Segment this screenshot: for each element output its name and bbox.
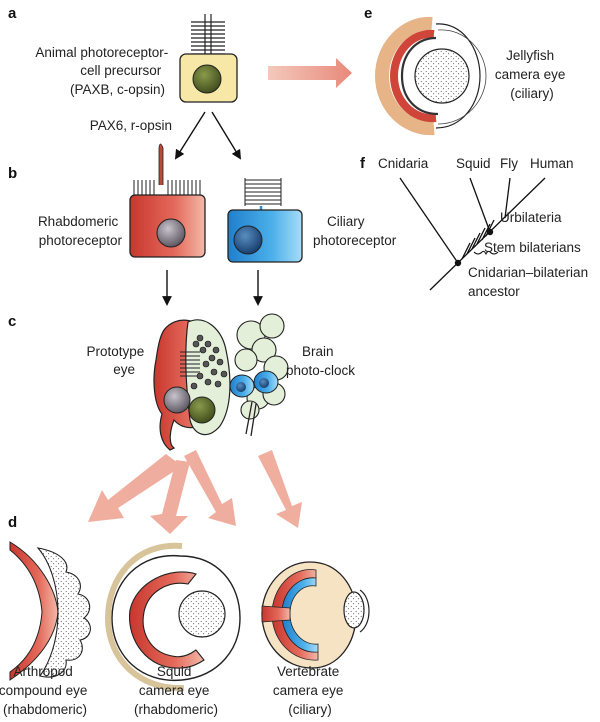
arrow-to-arthropod-eye <box>88 454 182 522</box>
prototype-nucleus-green <box>188 396 216 424</box>
arrow-to-ciliary <box>211 111 242 160</box>
ciliary-label: Ciliary photoreceptor <box>313 214 397 248</box>
ciliary-nucleus <box>233 225 263 255</box>
tree-branch-fly <box>504 177 511 219</box>
arrow-to-squid-eye <box>150 460 190 534</box>
stem-bilaterian-branches <box>461 219 495 260</box>
squid-eye-label: Squid camera eye (rhabdomeric) <box>134 664 218 717</box>
brain-photo-clock <box>229 313 289 437</box>
panel-letter-e: e <box>364 5 372 22</box>
vertebrate-lens <box>343 591 365 629</box>
brain-neuron-cluster <box>234 313 289 420</box>
jellyfish-lens <box>414 48 470 104</box>
prototype-microvilli <box>180 351 200 377</box>
jellyfish-camera-eye <box>374 16 487 136</box>
arthropod-ommatidia <box>36 547 91 678</box>
taxon-squid: Squid <box>456 156 491 171</box>
precursor-nucleus <box>192 64 222 94</box>
rhabdomeric-microvilli <box>133 180 201 197</box>
jellyfish-cornea <box>435 23 481 129</box>
panel-letter-d: d <box>8 514 17 531</box>
vertebrate-eye-label: Vertebrate camera eye (ciliary) <box>273 664 347 717</box>
taxon-fly: Fly <box>500 156 518 171</box>
squid-outer-sclera <box>111 555 241 682</box>
stem-bilaterians-label: Stem bilaterians <box>484 240 581 255</box>
jellyfish-eye-label: Jellyfish camera eye (ciliary) <box>495 48 569 101</box>
squid-camera-eye <box>104 542 241 692</box>
rhabdomeric-nucleus <box>156 218 186 248</box>
node-urbilateria <box>486 228 494 236</box>
node-cnidarian-bilaterian-ancestor <box>454 259 462 267</box>
jellyfish-pigment <box>400 36 439 116</box>
panel-letter-a: a <box>8 5 17 22</box>
prototype-eye-label: Prototype eye <box>86 344 148 377</box>
arrow-to-jellyfish-eye <box>268 58 352 88</box>
jellyfish-retina <box>389 29 437 123</box>
precursor-label: Animal photoreceptor- cell precursor (PA… <box>35 45 172 97</box>
precursor-cell <box>179 14 238 103</box>
squid-lens <box>178 590 226 638</box>
arrow-to-rhabdomeric <box>174 111 206 160</box>
prototype-pigment-granules <box>190 334 228 390</box>
branch-label: PAX6, r-opsin <box>90 118 172 133</box>
phylogenetic-tree <box>399 177 546 291</box>
urbilateria-label: Urbilateria <box>500 210 562 225</box>
ancestor-label: Cnidarian–bilaterian ancestor <box>468 265 592 299</box>
arrow-to-squid-eye-2 <box>184 450 236 526</box>
squid-retina <box>129 571 205 669</box>
panel-letter-b: b <box>8 165 17 182</box>
taxon-human: Human <box>530 156 574 171</box>
arrows-to-panel-d <box>88 450 302 534</box>
jellyfish-outer-tissue <box>374 16 435 136</box>
vertebrate-optic-nerve <box>261 605 291 623</box>
jellyfish-cornea-outer <box>437 29 487 125</box>
rhabdomeric-photoreceptor <box>129 143 206 258</box>
vertebrate-cornea <box>359 589 370 633</box>
ciliary-disks <box>244 178 282 206</box>
tree-branch-cnidaria <box>399 177 459 264</box>
vertebrate-retina <box>281 577 319 653</box>
panel-letter-f: f <box>360 155 366 172</box>
prototype-nucleus-grey <box>163 386 191 414</box>
squid-capsule <box>104 542 185 692</box>
arthropod-eye-label: Arthropod compound eye (rhabdomeric) <box>0 664 91 717</box>
arthropod-retina <box>9 541 59 681</box>
taxon-cnidaria: Cnidaria <box>378 156 429 171</box>
vertebrate-camera-eye <box>261 561 370 669</box>
brain-photo-clock-label: Brain photo-clock <box>286 344 355 378</box>
brain-axon <box>245 401 257 437</box>
panel-letter-c: c <box>8 313 16 330</box>
rhabdomeric-cilium <box>158 143 164 185</box>
tree-branch-squid <box>469 177 491 233</box>
prototype-eye <box>153 319 231 451</box>
arrow-to-vertebrate-eye <box>258 450 302 528</box>
arthropod-compound-eye <box>9 541 91 681</box>
rhabdomeric-label: Rhabdomeric photoreceptor <box>38 214 123 248</box>
precursor-microvilli <box>191 14 225 56</box>
ciliary-photoreceptor <box>227 178 303 263</box>
